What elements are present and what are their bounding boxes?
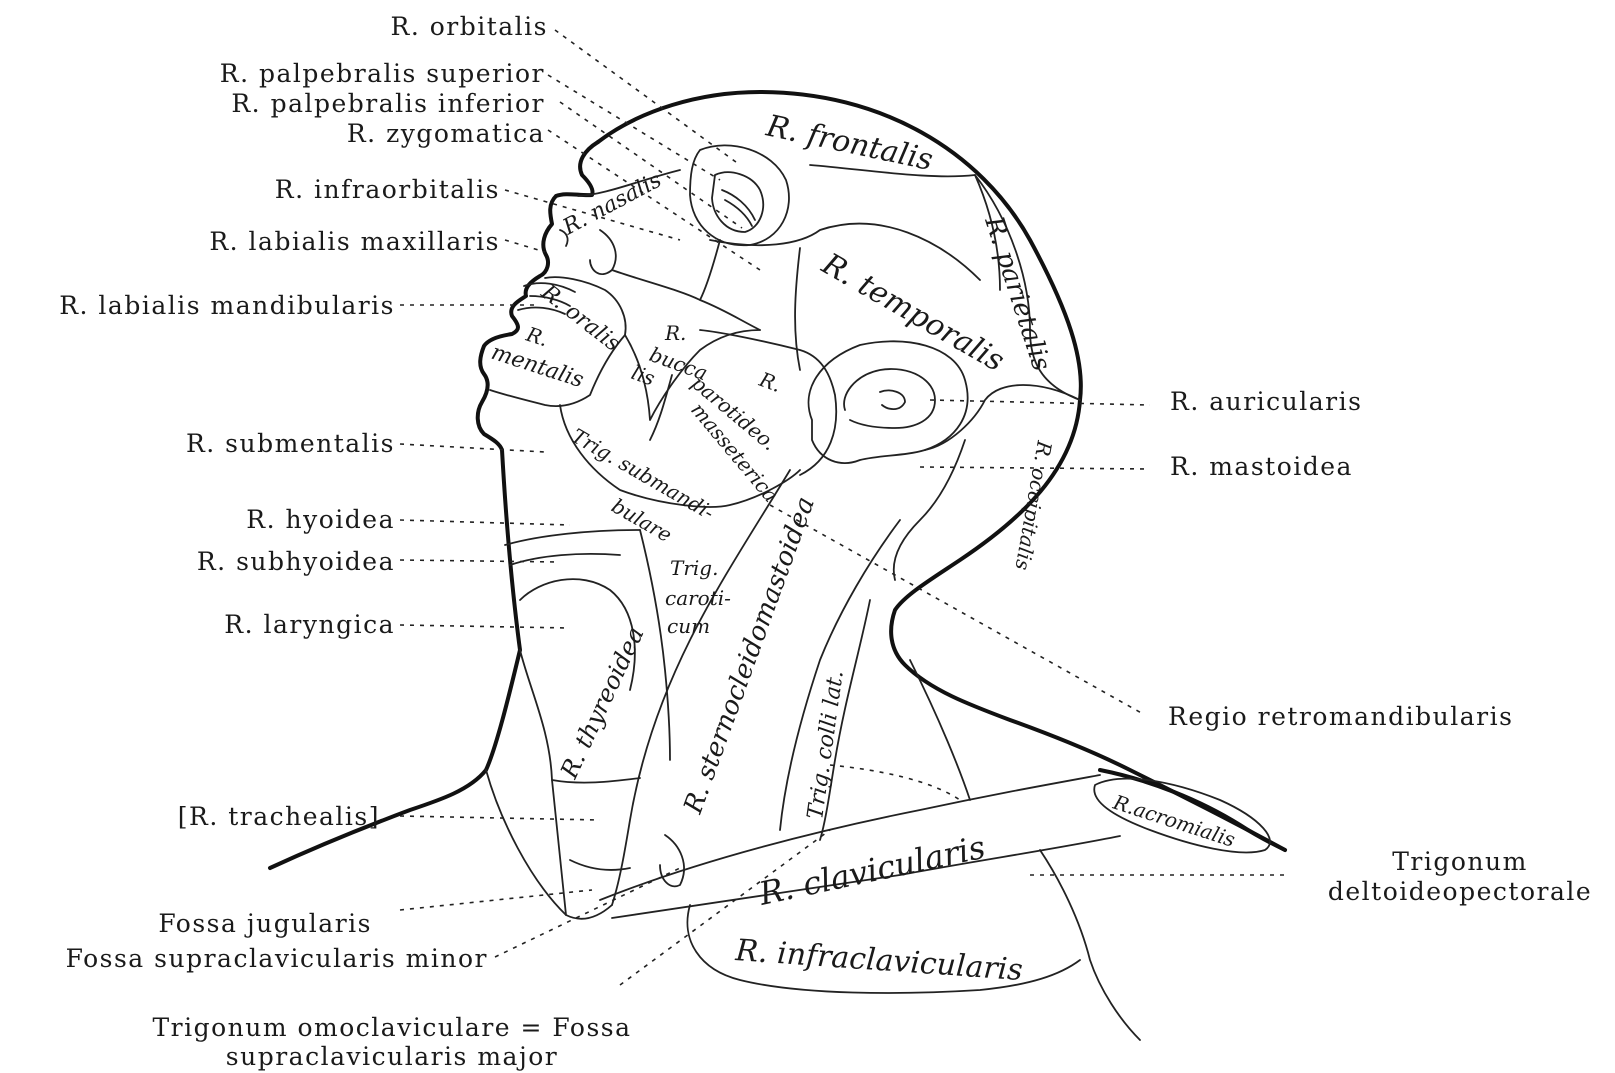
label-infraorbitalis: R. infraorbitalis xyxy=(275,175,500,204)
region-mentalis-1: R. xyxy=(523,322,552,352)
label-trigonum-deltoideopectorale-line1: Trigonum xyxy=(1392,847,1528,876)
external-labels: R. orbitalis R. palpebralis superior R. … xyxy=(59,12,1592,1071)
masseter-boundary xyxy=(650,375,672,440)
label-trigonum-omoclaviculare-line1: Trigonum omoclaviculare = Fossa xyxy=(152,1013,631,1042)
zygomatic-boundary xyxy=(700,240,720,300)
hyoid-boundary xyxy=(505,530,640,565)
leader-auricularis xyxy=(930,400,1150,405)
leader-subhyoidea xyxy=(400,560,560,562)
eyelid-lines xyxy=(722,190,755,226)
supraclavicular-minor-curve xyxy=(660,835,684,886)
leader-hyoidea xyxy=(400,520,570,525)
label-submentalis: R. submentalis xyxy=(186,429,395,458)
region-nasalis: R. nasalis xyxy=(558,168,666,241)
region-caroticum-1: Trig. xyxy=(670,556,718,580)
leader-laryngica xyxy=(400,625,570,628)
temporal-vertical-boundary xyxy=(795,248,800,370)
label-palpebralis-superior: R. palpebralis superior xyxy=(220,59,545,88)
mastoid-boundary xyxy=(925,385,1080,450)
label-auricularis: R. auricularis xyxy=(1170,387,1362,416)
leader-submentalis xyxy=(400,444,545,452)
leader-lines xyxy=(400,30,1290,985)
body-outline xyxy=(270,92,1285,868)
label-labialis-maxillaris: R. labialis maxillaris xyxy=(209,227,500,256)
region-parotideo-1: R. xyxy=(755,367,784,397)
occipital-boundary xyxy=(894,440,965,580)
neck-line-left xyxy=(486,770,612,919)
region-frontalis: R. frontalis xyxy=(762,108,936,178)
eye-region-ring xyxy=(690,145,789,245)
label-fossa-supraclavicularis-minor: Fossa supraclavicularis minor xyxy=(66,944,488,973)
leader-labialis-maxillaris xyxy=(505,240,545,252)
label-fossa-jugularis: Fossa jugularis xyxy=(158,909,372,938)
region-occipitalis: R. occipitalis xyxy=(1010,438,1057,572)
label-subhyoidea: R. subhyoidea xyxy=(197,547,395,576)
label-mastoidea: R. mastoidea xyxy=(1170,452,1353,481)
internal-labels: R. frontalis R. parietalis R. temporalis… xyxy=(488,108,1238,988)
sternocleidomastoid-front xyxy=(612,470,790,905)
label-retromandibularis: Regio retromandibularis xyxy=(1168,702,1513,731)
deltoid-boundary xyxy=(1040,850,1140,1040)
leader-palpebralis-superior xyxy=(548,75,720,180)
label-trigonum-omoclaviculare-line2: supraclavicularis major xyxy=(226,1042,558,1071)
label-zygomatica: R. zygomatica xyxy=(347,119,545,148)
label-trachealis: [R. trachealis] xyxy=(178,802,380,831)
region-buccalis-1: R. xyxy=(664,321,686,345)
region-infraclavicularis: R. infraclavicularis xyxy=(733,933,1023,988)
eye-inner xyxy=(712,172,763,232)
neck-back-line xyxy=(910,660,970,800)
tracheal-boundary xyxy=(552,780,566,915)
label-laryngica: R. laryngica xyxy=(224,610,395,639)
label-labialis-mandibularis: R. labialis mandibularis xyxy=(59,291,395,320)
ear-inner xyxy=(844,369,935,428)
leader-trigonum-omoclaviculare-curve xyxy=(830,765,960,800)
ear-concha xyxy=(880,390,905,409)
label-hyoidea: R. hyoidea xyxy=(246,505,395,534)
region-caroticum-3: cum xyxy=(667,614,710,638)
region-caroticum-2: caroti- xyxy=(665,586,731,610)
label-palpebralis-inferior: R. palpebralis inferior xyxy=(231,89,545,118)
label-orbitalis: R. orbitalis xyxy=(391,12,549,41)
region-clavicularis: R. clavicularis xyxy=(755,828,989,913)
region-sternocleidomastoidea: R. sternocleidomastoidea xyxy=(678,493,821,818)
leader-zygomatica xyxy=(548,130,760,270)
ear-outer xyxy=(809,341,968,463)
region-thyreoidea: R. thyreoidea xyxy=(555,622,650,783)
leader-trachealis xyxy=(400,816,600,820)
region-temporalis: R. temporalis xyxy=(815,246,1010,379)
label-trigonum-deltoideopectorale-line2: deltoideopectorale xyxy=(1328,877,1592,906)
region-oralis: R. oralis xyxy=(536,279,625,356)
